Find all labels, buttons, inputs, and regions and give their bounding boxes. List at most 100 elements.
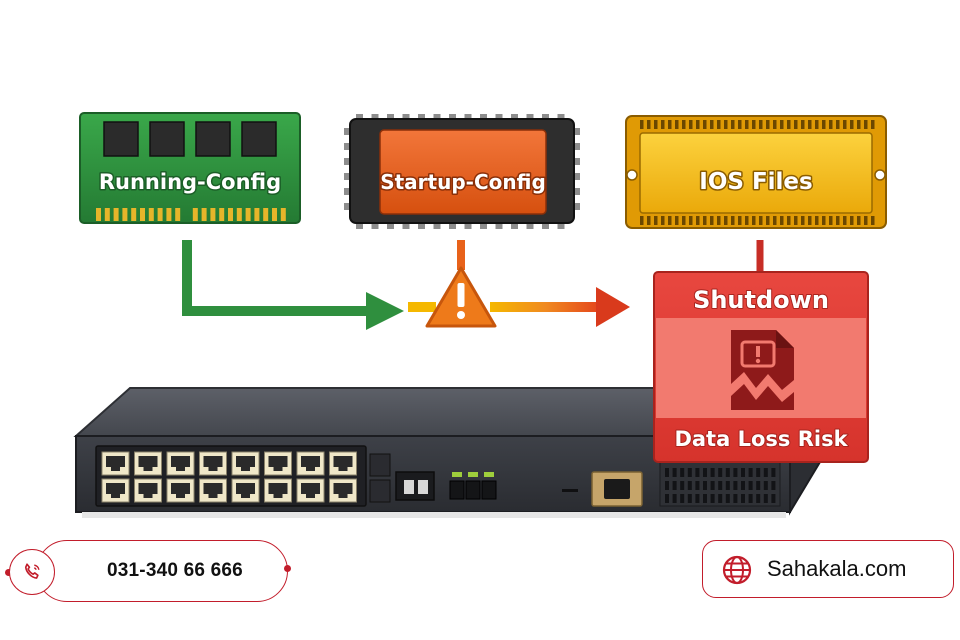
ram-pin xyxy=(157,208,163,221)
ios-files-module: IOS Files xyxy=(625,115,887,229)
vent-slot xyxy=(756,494,761,503)
port-socket xyxy=(106,456,125,471)
network-switch xyxy=(73,384,822,518)
vent-slot xyxy=(695,494,700,503)
flash-pin xyxy=(752,120,756,129)
flash-pin xyxy=(780,120,784,129)
vent-slot xyxy=(741,481,745,490)
flash-pin xyxy=(731,120,735,129)
running-config-label: Running-Config xyxy=(99,170,281,194)
decor-dot xyxy=(284,565,291,572)
decor-dot xyxy=(5,569,12,576)
ram-pin xyxy=(210,208,216,221)
flash-pin xyxy=(864,216,868,225)
chip-pin xyxy=(344,143,352,150)
vent-slot xyxy=(710,494,715,503)
ram-pin xyxy=(131,208,137,221)
flash-pin xyxy=(752,216,756,225)
vent-slot xyxy=(665,481,669,490)
vent-slot xyxy=(680,468,685,477)
flash-pin xyxy=(710,120,714,129)
ram-pin xyxy=(263,208,269,221)
chip-pin xyxy=(344,188,352,195)
chip-pin xyxy=(344,158,352,165)
port-socket xyxy=(171,456,190,471)
phone-contact[interactable]: 031-340 66 666 xyxy=(5,540,291,602)
vent-slot xyxy=(687,468,692,477)
phone-number[interactable]: 031-340 66 666 xyxy=(107,560,243,581)
vent-slot xyxy=(763,481,768,490)
ios-files-label: IOS Files xyxy=(699,169,812,195)
website-link[interactable]: Sahakala.com xyxy=(702,540,954,598)
vent-slot xyxy=(771,481,776,490)
website-url[interactable]: Sahakala.com xyxy=(767,556,907,581)
vent-slot xyxy=(771,494,776,503)
vent-slot xyxy=(741,468,745,477)
flash-pin xyxy=(766,216,770,225)
ram-pin xyxy=(245,208,251,221)
vent-slot xyxy=(748,494,753,503)
flash-pin xyxy=(759,120,763,129)
vent-slot xyxy=(733,494,738,503)
port-socket xyxy=(106,483,125,498)
chip-pin xyxy=(572,158,580,165)
running-config-module: Running-Config xyxy=(79,112,301,224)
ram-pin xyxy=(122,208,128,221)
chip-pin xyxy=(572,173,580,180)
flash-pin xyxy=(675,120,679,129)
flash-pin xyxy=(668,216,672,225)
ram-pin xyxy=(148,208,154,221)
startup-config-module: Startup-Config xyxy=(344,114,580,229)
flash-pin xyxy=(857,120,861,129)
ram-pin xyxy=(236,208,242,221)
vent-slot xyxy=(748,481,753,490)
flash-pin xyxy=(738,216,742,225)
chip-pin xyxy=(480,221,487,229)
flash-pin xyxy=(759,216,763,225)
flash-pin xyxy=(836,120,840,129)
vent-slot xyxy=(672,468,677,477)
flash-pin xyxy=(724,216,728,225)
port-socket xyxy=(138,456,158,471)
vent-slot xyxy=(672,481,677,490)
ram-pin xyxy=(104,208,110,221)
broken-file-icon xyxy=(731,330,794,410)
chip-pin xyxy=(402,221,410,229)
vent-slot xyxy=(718,468,723,477)
vent-slot xyxy=(665,494,669,503)
vent-slot xyxy=(733,468,738,477)
ram-pin xyxy=(201,208,207,221)
flash-pin xyxy=(745,120,749,129)
ram-pin xyxy=(219,208,225,221)
vent-slot xyxy=(687,494,692,503)
chip-pin xyxy=(464,221,472,229)
ram-pin xyxy=(96,208,101,221)
flash-pin xyxy=(731,216,735,225)
phone-icon[interactable] xyxy=(9,549,55,595)
startup-config-label: Startup-Config xyxy=(380,170,546,194)
chip-pin xyxy=(572,188,580,195)
chip-pin xyxy=(418,221,425,229)
chip-pin xyxy=(344,128,352,135)
flash-pin xyxy=(724,120,728,129)
flash-pin xyxy=(689,216,693,225)
flash-pin xyxy=(850,120,854,129)
vent-slot xyxy=(680,481,685,490)
ram-pin xyxy=(254,208,260,221)
vent-slot xyxy=(703,468,707,477)
flash-pin xyxy=(640,216,644,225)
vent-slot xyxy=(741,494,745,503)
flash-pin xyxy=(703,120,707,129)
ram-pin xyxy=(272,208,277,221)
flash-pin xyxy=(815,216,819,225)
flash-pin xyxy=(822,216,826,225)
vent-slot xyxy=(695,481,700,490)
chip-pin xyxy=(557,221,565,229)
flash-pin xyxy=(836,216,840,225)
flash-pin xyxy=(696,120,700,129)
ram-pin xyxy=(166,208,172,221)
flash-pin xyxy=(717,216,721,225)
flash-pin xyxy=(794,120,798,129)
vent-slot xyxy=(703,494,707,503)
